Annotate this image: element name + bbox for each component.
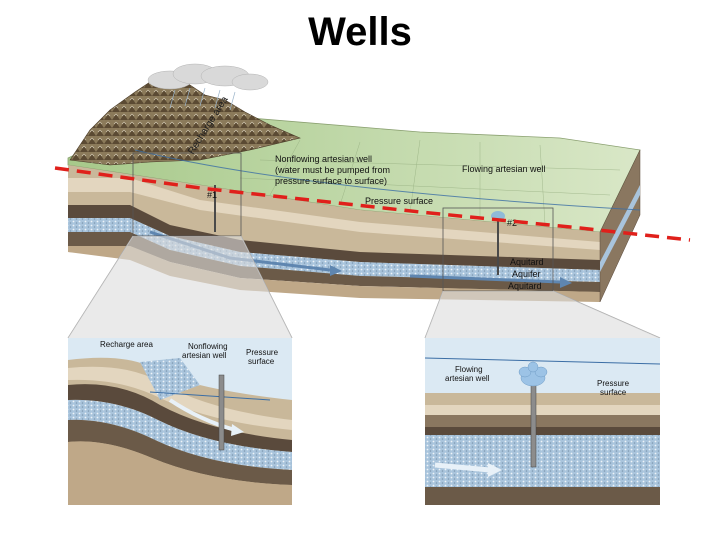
nonflowing-well-note-1: (water must be pumped from xyxy=(275,165,390,175)
inset-left-panel: Recharge area Nonflowing artesian well P… xyxy=(68,338,292,505)
inset-right-well-label-2: artesian well xyxy=(445,374,490,383)
well-2-marker: #2 xyxy=(507,218,517,228)
field-grid xyxy=(239,139,621,225)
inset-left-pressure-label-1: Pressure xyxy=(246,348,279,357)
aquitard-bottom-label: Aquitard xyxy=(508,281,542,291)
pressure-surface-line xyxy=(134,149,641,211)
slide-title: Wells xyxy=(308,10,412,54)
inset-right-aquifer xyxy=(425,435,660,487)
inset-right-pressure-label-2: surface xyxy=(600,388,627,397)
inset-left-aquifer xyxy=(68,399,292,470)
inset-left-recharge-label: Recharge area xyxy=(100,340,153,349)
inset-right-panel: Flowing artesian well Pressure surface xyxy=(424,338,661,505)
well-1-marker: #1 xyxy=(207,190,217,200)
inset-left-well-label-1: Nonflowing xyxy=(188,342,228,351)
nonflowing-well-label: Nonflowing artesian well xyxy=(275,154,372,164)
flowing-well-label: Flowing artesian well xyxy=(462,164,546,174)
inset-right-well xyxy=(530,382,537,468)
fountain-inset xyxy=(518,361,548,387)
cloud xyxy=(147,63,269,91)
inset-left-pressure-label-2: surface xyxy=(248,357,275,366)
inset-left-well-label-2: artesian well xyxy=(182,351,227,360)
zoom-connector-fill xyxy=(68,236,660,338)
block-diagram: Recharge area Nonflowing artesian well (… xyxy=(67,63,641,303)
nonflowing-well-note-2: pressure surface to surface) xyxy=(275,176,387,186)
aquitard-top-label: Aquitard xyxy=(510,257,544,267)
inset-left-well xyxy=(218,374,225,451)
red-dashed-line xyxy=(54,166,691,242)
inset-right-pressure-label-1: Pressure xyxy=(597,379,630,388)
aquifer-layer xyxy=(68,218,600,282)
rain xyxy=(169,87,236,111)
pressure-surface-label: Pressure surface xyxy=(365,196,433,206)
inset-right-well-label-1: Flowing xyxy=(455,365,483,374)
aquifer-label: Aquifer xyxy=(512,269,541,279)
